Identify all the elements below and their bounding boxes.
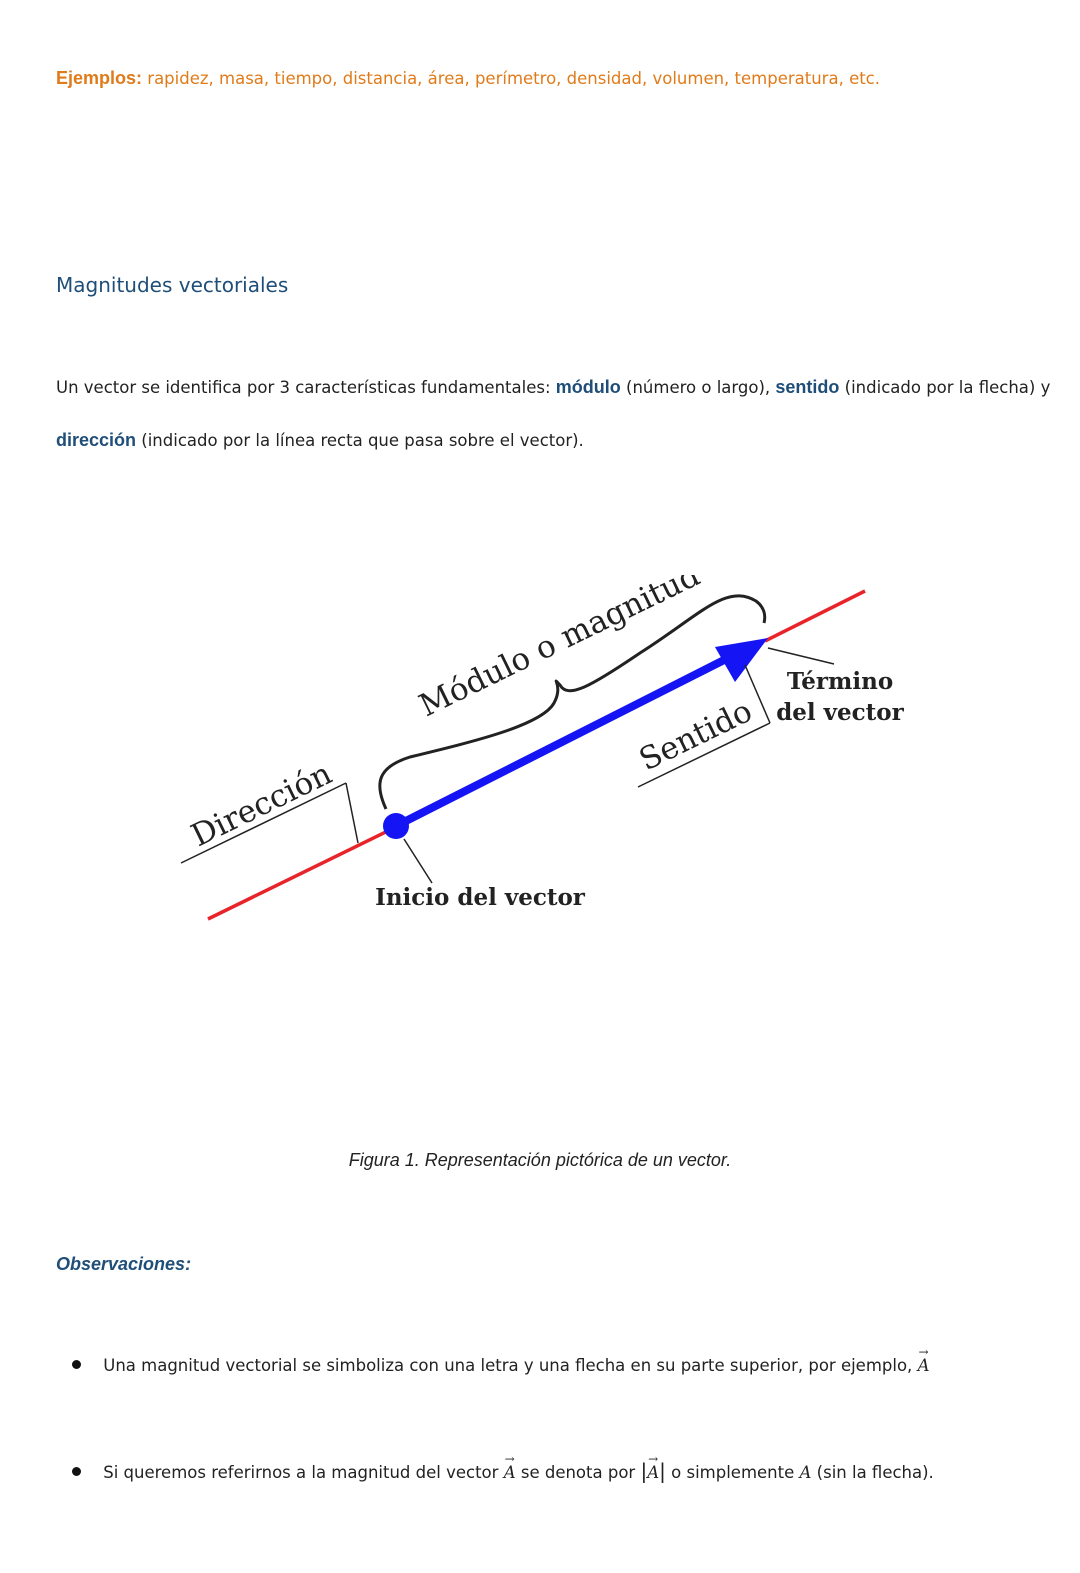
label-direccion: Dirección <box>186 756 338 855</box>
termino-pointer <box>767 647 835 665</box>
bullet-dot <box>72 1467 81 1476</box>
bullet-dot <box>72 1360 81 1369</box>
intro-text-2: (número o largo), <box>626 378 771 397</box>
bullet1-text: Una magnitud vectorial se simboliza con … <box>103 1356 913 1375</box>
bullet2-text-2: se denota por <box>520 1463 636 1482</box>
examples-lead: Ejemplos: <box>56 68 143 88</box>
direccion-baseline <box>180 782 347 864</box>
section-heading: Magnitudes vectoriales <box>56 273 289 297</box>
label-modulo-group: Módulo o magnitud <box>414 575 706 724</box>
list-item: Si queremos referirnos a la magnitud del… <box>72 1452 934 1483</box>
intro-line-2: dirección (indicado por la línea recta q… <box>56 430 584 451</box>
bullet2-text-4: (sin la flecha). <box>816 1463 934 1482</box>
intro-line-1: Un vector se identifica por 3 caracterís… <box>56 377 1050 398</box>
vector-arrowhead <box>715 638 768 682</box>
vector-origin-dot <box>383 813 409 839</box>
direction-line-lower <box>207 824 399 921</box>
sentido-tick <box>744 664 771 724</box>
scalar-symbol: A <box>799 1463 812 1482</box>
vector-symbol: A <box>504 1452 516 1482</box>
direction-line-upper <box>764 589 866 643</box>
vector-symbol: A <box>918 1345 930 1375</box>
label-direccion-group: Dirección <box>186 756 338 855</box>
vector-shaft <box>394 653 732 830</box>
intro-text-3: (indicado por la flecha) y <box>844 378 1051 397</box>
label-termino-line2: del vector <box>776 699 904 726</box>
label-sentido: Sentido <box>634 693 758 778</box>
bullet2-text-1: Si queremos referirnos a la magnitud del… <box>103 1463 499 1482</box>
intro-text-4: (indicado por la línea recta que pasa so… <box>141 431 584 450</box>
label-termino-line1: Término <box>787 668 893 695</box>
observaciones-title: Observaciones: <box>56 1254 192 1274</box>
sentido-baseline <box>637 722 771 788</box>
inicio-pointer <box>403 838 433 884</box>
list-item: Una magnitud vectorial se simboliza con … <box>72 1345 930 1375</box>
figure-caption: Figura 1. Representación pictórica de un… <box>348 1150 732 1170</box>
abs-bar-open: | <box>640 1459 648 1483</box>
bullet2-text-3: o simplemente <box>671 1463 795 1482</box>
keyword-direccion: dirección <box>56 430 137 450</box>
vector-symbol: A <box>647 1452 659 1482</box>
vector-figure: Dirección Módulo o magnitud Sentido Térm… <box>180 575 905 921</box>
keyword-modulo: módulo <box>555 377 621 397</box>
keyword-sentido: sentido <box>775 377 840 397</box>
label-inicio: Inicio del vector <box>375 884 586 911</box>
examples-text: rapidez, masa, tiempo, distancia, área, … <box>147 69 881 88</box>
examples-line: Ejemplos: rapidez, masa, tiempo, distanc… <box>56 68 880 89</box>
label-modulo: Módulo o magnitud <box>414 575 706 724</box>
modulo-brace <box>378 594 767 810</box>
intro-text-1: Un vector se identifica por 3 caracterís… <box>56 378 551 397</box>
magnitude-notation: |A| <box>640 1452 665 1483</box>
direccion-tick <box>345 782 359 844</box>
abs-bar-close: | <box>659 1459 666 1483</box>
label-sentido-group: Sentido <box>634 693 758 778</box>
